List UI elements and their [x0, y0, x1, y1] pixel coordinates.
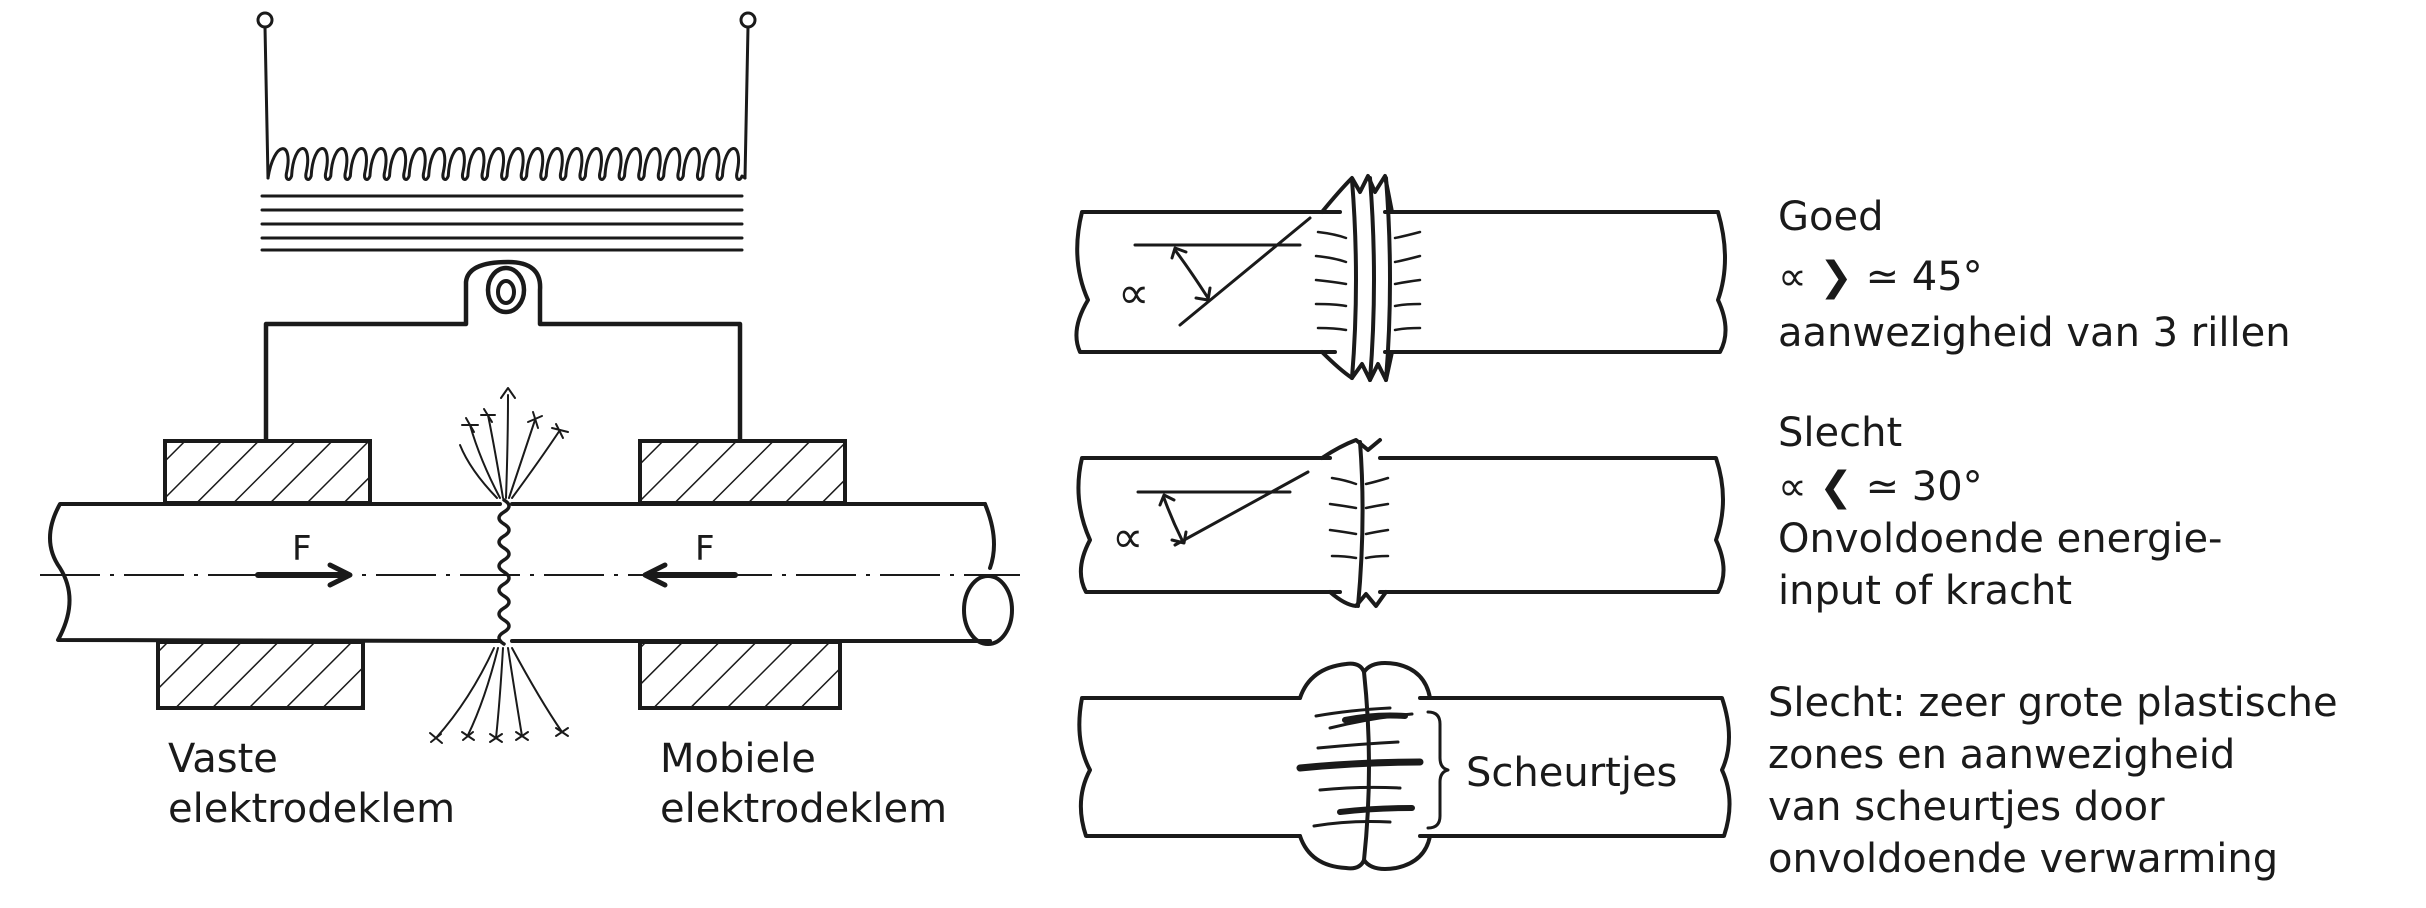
- transformer-coil: [266, 147, 747, 181]
- transformer-leads: [256, 11, 757, 180]
- weld-case-cracks: Scheurtjes Slecht: zeer grote plastische…: [1077, 661, 2338, 882]
- cracks-text-line4: onvoldoende verwarming: [1768, 836, 2278, 882]
- angle-symbol-good: ∝: [1118, 268, 1149, 319]
- weld-joint: [497, 498, 511, 646]
- sparks-bottom: [429, 647, 569, 744]
- left-workpiece: [48, 502, 502, 643]
- force-arrow-left: [255, 562, 353, 588]
- mobile-electrode-clamp: [638, 439, 847, 710]
- weld-case-good: ∝ Goed ∝ ❯ ≃ 45° aanwezigheid van 3 rill…: [1074, 174, 2291, 382]
- poor-title: Slecht: [1778, 410, 1902, 456]
- transformer-core: [260, 194, 744, 252]
- poor-angle-text: ∝ ❮ ≃ 30°: [1778, 464, 1983, 510]
- cracks-text-line3: van scheurtjes door: [1768, 784, 2165, 830]
- fixed-clamp-label-line1: Vaste: [168, 736, 278, 782]
- good-ridges-text: aanwezigheid van 3 rillen: [1778, 310, 2291, 356]
- fixed-clamp-label-line2: elektrodeklem: [168, 786, 455, 832]
- primary-circuit: [263, 259, 743, 443]
- cracks-label: Scheurtjes: [1466, 750, 1677, 796]
- cracks: [1296, 706, 1424, 828]
- force-label-right: F: [695, 529, 715, 569]
- mobile-clamp-label-line2: elektrodeklem: [660, 786, 947, 832]
- mobile-clamp-label-line1: Mobiele: [660, 736, 816, 782]
- cracks-text-line1: Slecht: zeer grote plastische: [1768, 680, 2338, 726]
- good-title: Goed: [1778, 194, 1883, 240]
- sparks-top: [459, 387, 569, 499]
- angle-symbol-poor: ∝: [1112, 512, 1143, 563]
- good-angle-text: ∝ ❯ ≃ 45°: [1778, 254, 1983, 300]
- welding-machine: F F Vaste elektrodeklem Mobiele elektrod…: [40, 11, 1020, 832]
- right-workpiece: [510, 502, 1014, 646]
- cracks-text-line2: zones en aanwezigheid: [1768, 732, 2235, 778]
- force-label-left: F: [292, 529, 312, 569]
- poor-text-line3: Onvoldoende energie-: [1778, 516, 2223, 562]
- grain-flow-lines: [1328, 476, 1390, 560]
- grain-flow-lines: [1314, 230, 1422, 332]
- poor-text-line4: input of kracht: [1778, 568, 2072, 614]
- weld-case-poor-angle: ∝ Slecht ∝ ❮ ≃ 30° Onvoldoende energie- …: [1076, 410, 2223, 614]
- force-arrow-right: [642, 562, 738, 588]
